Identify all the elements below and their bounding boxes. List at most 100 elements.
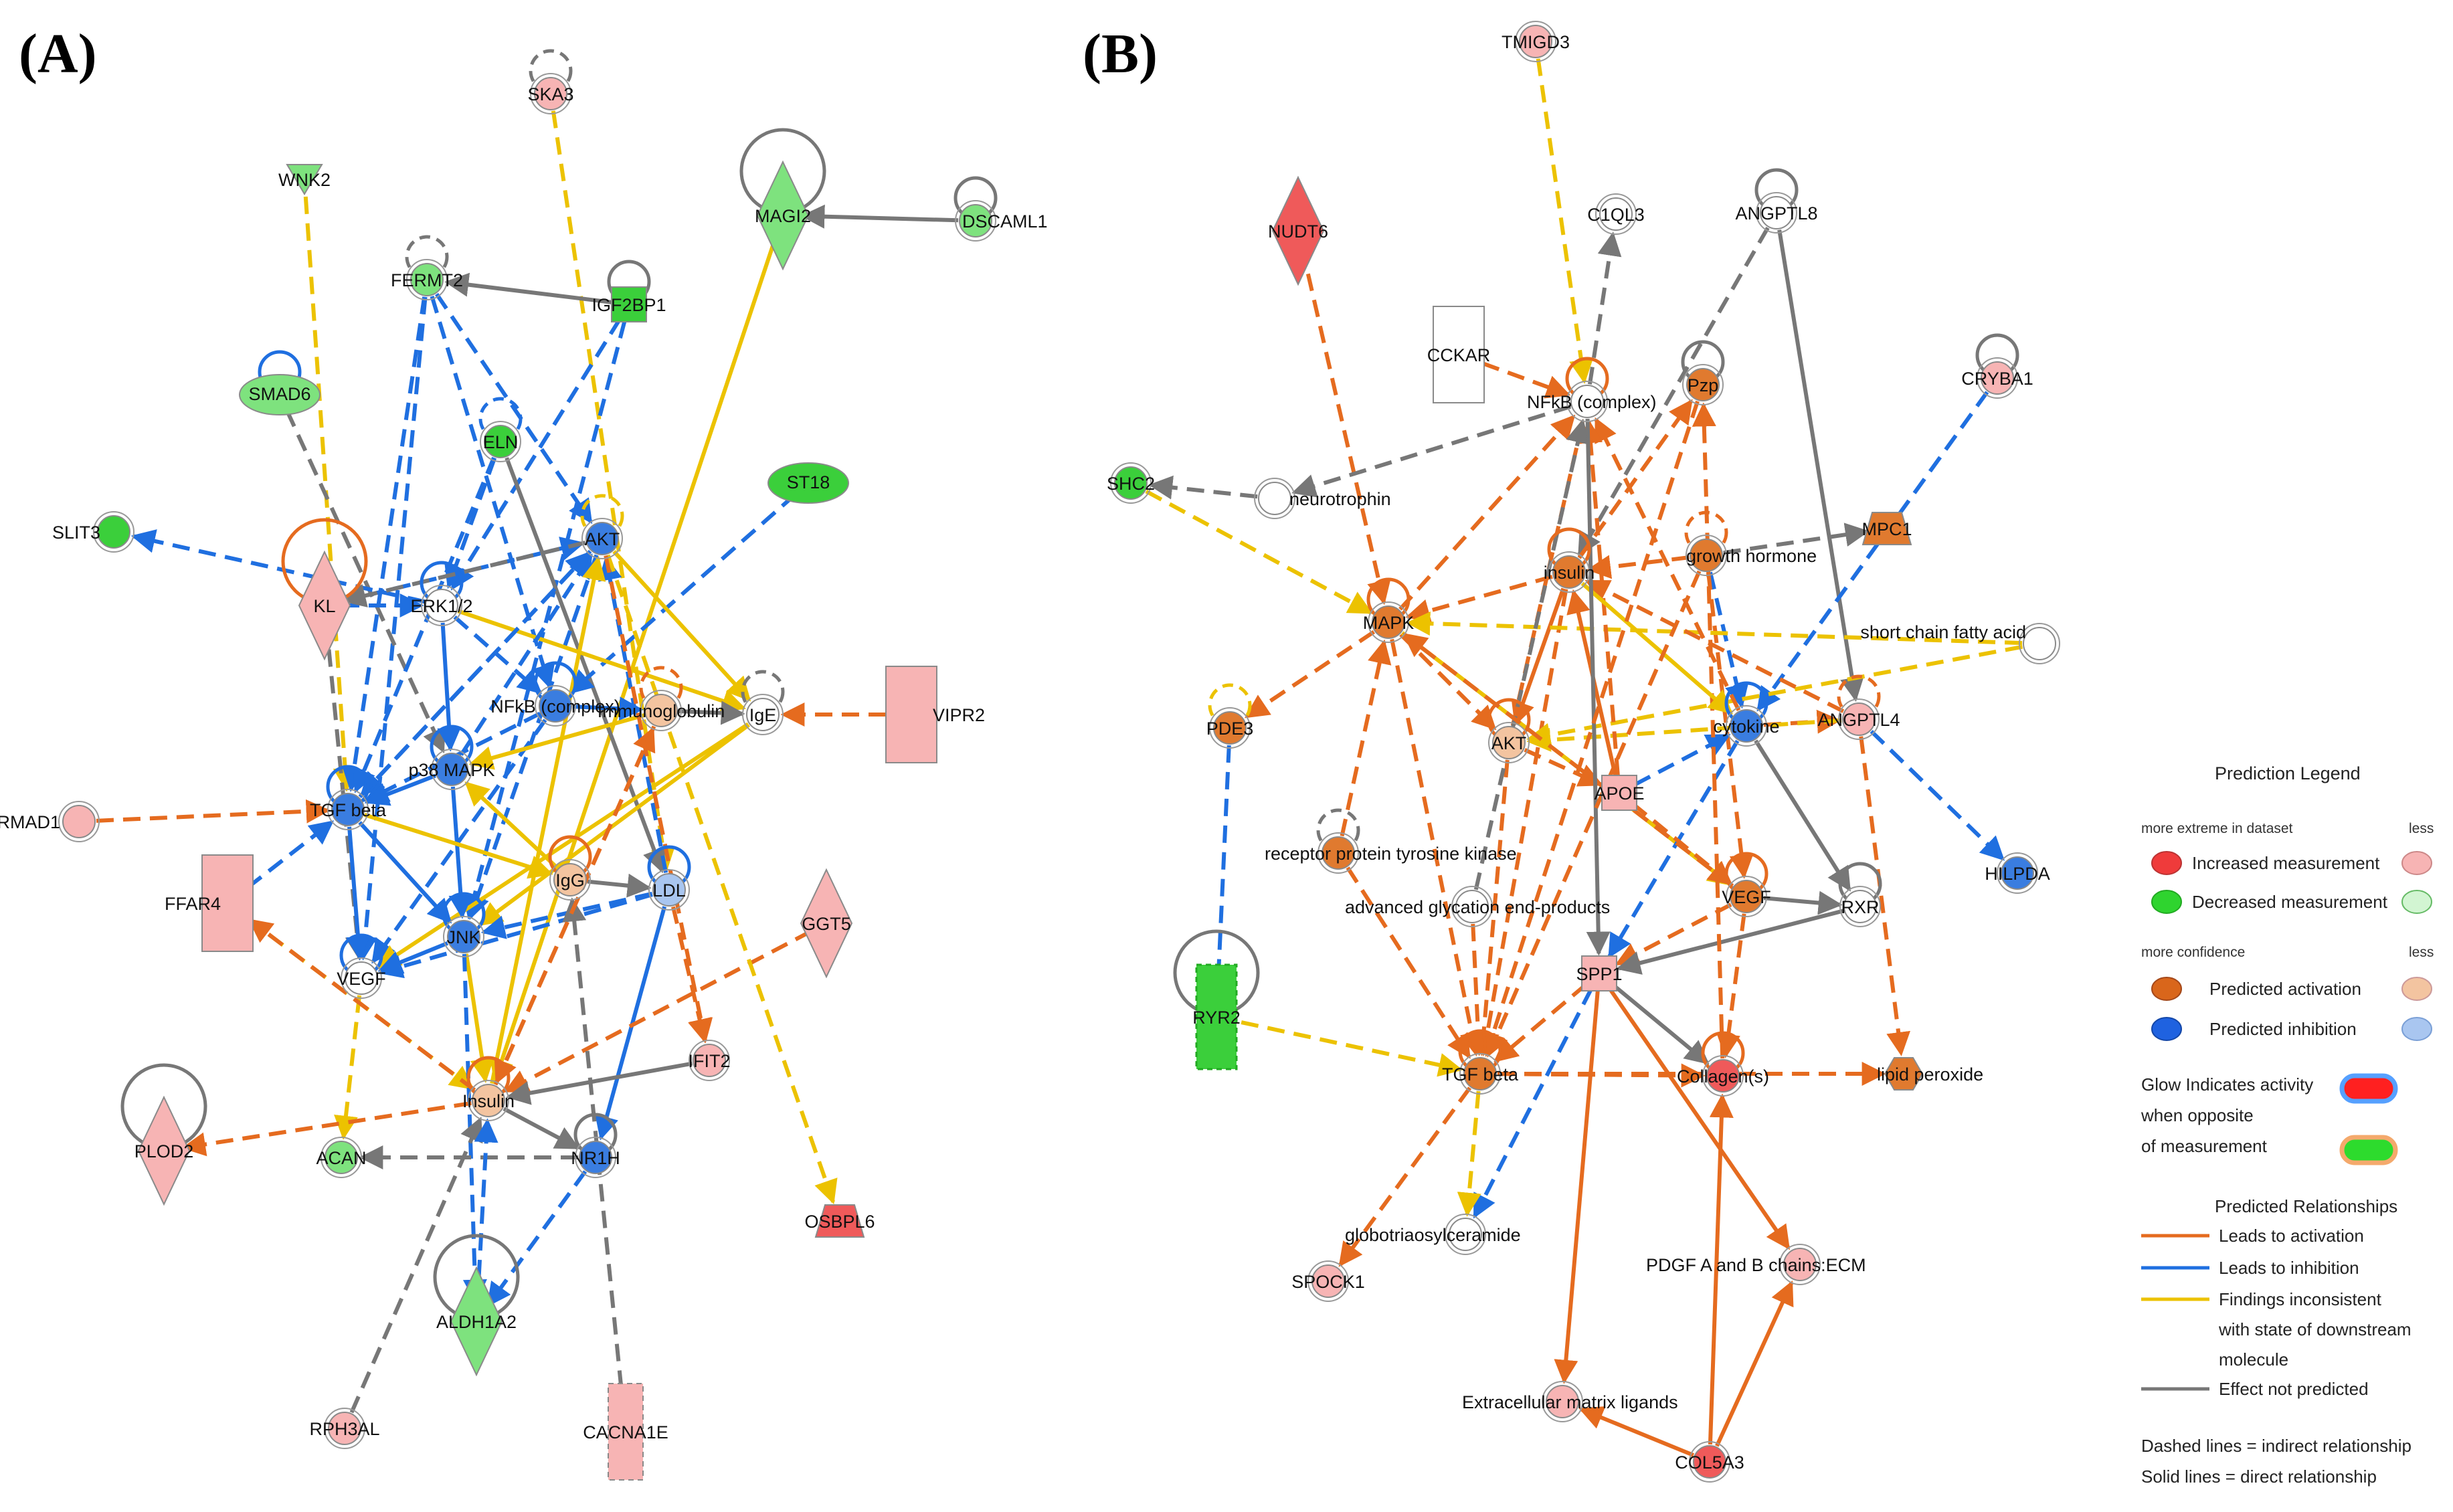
node-globo[interactable]: globotriaosylceramide (1345, 1214, 1521, 1255)
node-ggt5[interactable]: GGT5 (800, 868, 853, 979)
node-neurotrophin[interactable]: neurotrophin (1254, 478, 1391, 519)
legend-not-predicted-label: Effect not predicted (2219, 1379, 2369, 1399)
node-label: FERMT2 (391, 270, 463, 290)
self-loop-fermt2 (405, 235, 449, 279)
node-insulin_b[interactable]: insulin (1544, 551, 1595, 593)
node-akt[interactable]: AKT (581, 518, 623, 559)
legend-relationships-title: Predicted Relationships (2215, 1196, 2397, 1216)
node-pzp[interactable]: Pzp (1682, 364, 1724, 405)
node-gh[interactable]: growth hormone (1686, 535, 1817, 576)
node-immuno[interactable]: Immunoglobulin (598, 690, 725, 731)
node-shape (1552, 555, 1586, 589)
node-shape (553, 863, 587, 896)
node-smad6[interactable]: SMAD6 (239, 374, 321, 415)
node-collagen[interactable]: Collagen(s) (1677, 1055, 1769, 1097)
node-nudt6[interactable]: NUDT6 (1268, 175, 1328, 286)
node-shape (325, 1141, 358, 1174)
node-ring (530, 73, 571, 114)
node-ring (955, 200, 996, 242)
node-nfkb_b[interactable]: NFkB (complex) (1527, 381, 1657, 422)
edge-a-ige-vegf_a (376, 722, 749, 969)
node-p38[interactable]: p38 MAPK (408, 749, 495, 790)
node-lipidperox[interactable]: lipid peroxide (1877, 1057, 1983, 1091)
node-osbpl6[interactable]: OSBPL6 (804, 1204, 875, 1238)
node-aldh1a2[interactable]: ALDH1A2 (436, 1266, 517, 1377)
node-rxr[interactable]: RXR (1839, 886, 1881, 927)
node-mpc1[interactable]: MPC1 (1861, 512, 1912, 545)
node-plod2[interactable]: PLOD2 (134, 1095, 194, 1206)
node-igg[interactable]: IgG (549, 859, 591, 901)
node-kl[interactable]: KL (298, 550, 351, 661)
node-angptl8[interactable]: ANGPTL8 (1735, 192, 1818, 233)
node-ige[interactable]: IgE (742, 694, 784, 735)
edge-a-erk12-nfkb (453, 615, 543, 694)
node-fermt2[interactable]: FERMT2 (391, 259, 463, 300)
node-nfkb[interactable]: NFkB (complex) (490, 685, 620, 727)
node-vegf_a[interactable]: VEGF (337, 957, 386, 999)
node-ldl[interactable]: LDL (648, 869, 690, 911)
node-magi2[interactable]: MAGI2 (755, 160, 811, 271)
node-mapk_b[interactable]: MAPK (1363, 601, 1415, 643)
node-wnk2[interactable]: WNK2 (278, 164, 331, 195)
node-cacna1e[interactable]: CACNA1E (583, 1383, 668, 1481)
node-tmigd3[interactable]: TMIGD3 (1502, 21, 1570, 62)
node-eln[interactable]: ELN (480, 421, 521, 462)
node-nr1h[interactable]: NR1H (571, 1137, 620, 1178)
node-spock1[interactable]: SPOCK1 (1291, 1260, 1365, 1302)
edge-a-erk12-ige (457, 609, 747, 713)
node-acan[interactable]: ACAN (316, 1137, 367, 1178)
node-tgfb_b[interactable]: TGF beta (1442, 1053, 1519, 1095)
node-label: Immunoglobulin (598, 701, 725, 721)
node-apoe[interactable]: APOE (1594, 775, 1645, 811)
node-vipr2[interactable]: VIPR2 (885, 666, 985, 763)
edge-a-akt-jnk (466, 554, 599, 921)
node-ring (421, 585, 462, 626)
node-tgfb_a[interactable]: TGF beta (310, 789, 387, 830)
node-pdgf[interactable]: PDGF A and B chains:ECM (1646, 1244, 1866, 1285)
node-hilpda[interactable]: HILPDA (1985, 852, 2050, 894)
node-insulin_a[interactable]: Insulin (462, 1080, 515, 1121)
node-hormad1[interactable]: HORMAD1 (0, 801, 100, 842)
node-jnk[interactable]: JNK (443, 916, 484, 957)
node-c1ql3[interactable]: C1QL3 (1587, 193, 1645, 235)
node-akt_b[interactable]: AKT (1488, 722, 1530, 763)
node-cryba1[interactable]: CRYBA1 (1961, 357, 2033, 399)
node-ring (1254, 478, 1295, 519)
node-erk12[interactable]: ERK1/2 (410, 585, 473, 626)
legend-increased-strong-swatch (2151, 851, 2182, 875)
node-angptl4[interactable]: ANGPTL4 (1817, 698, 1900, 740)
edge-a-eln-ldl (505, 457, 666, 874)
node-dscaml1[interactable]: DSCAML1 (955, 200, 1048, 242)
node-cckar[interactable]: CCKAR (1427, 306, 1491, 403)
node-ska3[interactable]: SKA3 (527, 73, 574, 114)
edge-b-insulin_b-cytokine (1580, 581, 1734, 715)
node-ifit2[interactable]: IFIT2 (688, 1040, 731, 1081)
node-label: NFkB (complex) (1527, 392, 1657, 412)
edge-b-mapk_b-tgfb_b (1390, 638, 1484, 1057)
node-shape (652, 873, 686, 907)
legend-inconsistent-label-2: with state of downstream (2218, 1319, 2412, 1339)
node-shape (472, 1084, 505, 1117)
node-st18[interactable]: ST18 (767, 462, 849, 504)
node-ryr2[interactable]: RYR2 (1192, 963, 1241, 1070)
node-rph3al[interactable]: RPH3AL (309, 1408, 380, 1449)
node-cytokine[interactable]: cytokine (1713, 705, 1780, 747)
node-rptk[interactable]: receptor protein tyrosine kinase (1265, 832, 1517, 874)
node-ffar4[interactable]: FFAR4 (165, 854, 254, 952)
node-col5a3[interactable]: COL5A3 (1675, 1441, 1744, 1483)
node-vegf_b[interactable]: VEGF (1722, 876, 1771, 917)
node-shape (1372, 605, 1405, 639)
edge-b-cryba1-cytokine (1756, 391, 1989, 712)
edge-a-nfkb-immuno (572, 696, 644, 721)
node-shape (1730, 709, 1763, 743)
node-ecmlig[interactable]: Extracellular matrix ligands (1462, 1381, 1678, 1422)
node-pde3[interactable]: PDE3 (1206, 707, 1254, 749)
node-slit3[interactable]: SLIT3 (52, 511, 134, 553)
node-ring (1997, 852, 2038, 894)
node-scfa[interactable]: short chain fatty acid (1860, 622, 2060, 664)
prediction-legend: Prediction Legend more extreme in datase… (2141, 763, 2434, 1487)
node-age[interactable]: advanced glycation end-products (1345, 886, 1610, 927)
node-spp1[interactable]: SPP1 (1576, 955, 1623, 991)
node-igf2bp1[interactable]: IGF2BP1 (592, 286, 666, 322)
node-shc2[interactable]: SHC2 (1107, 462, 1155, 504)
